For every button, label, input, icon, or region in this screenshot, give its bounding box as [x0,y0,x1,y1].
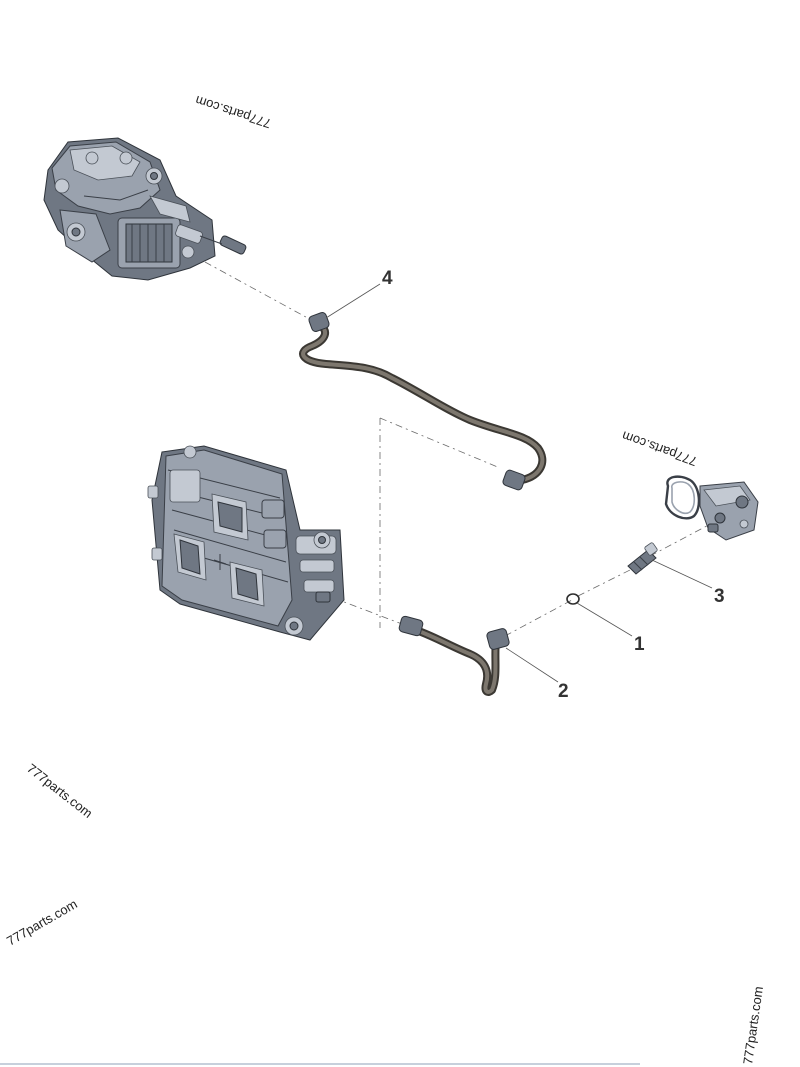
fuel-hose-upper [299,312,547,491]
callout-label-4: 4 [382,268,393,289]
callout-2: 2 [505,647,569,702]
watermark-left-2: 777parts.com [4,896,80,948]
watermark-top: 777parts.com [193,93,273,132]
alignment-lines [204,261,719,637]
filter-head-block [664,475,759,541]
callout-4: 4 [325,268,393,319]
o-ring [566,593,580,605]
callout-label-1: 1 [634,634,645,655]
watermark-bottom-right: 777parts.com [740,985,766,1065]
fitting-connector [627,542,658,575]
callout-1: 1 [576,602,645,655]
fuel-pump-assembly [43,137,247,281]
callout-3: 3 [651,559,725,607]
fuel-hose-lower [398,615,510,696]
watermark-right: 777parts.com [620,428,699,469]
engine-control-module [147,445,345,641]
callout-label-2: 2 [558,681,569,702]
watermark-left-1: 777parts.com [24,761,95,821]
callout-label-3: 3 [714,586,725,607]
